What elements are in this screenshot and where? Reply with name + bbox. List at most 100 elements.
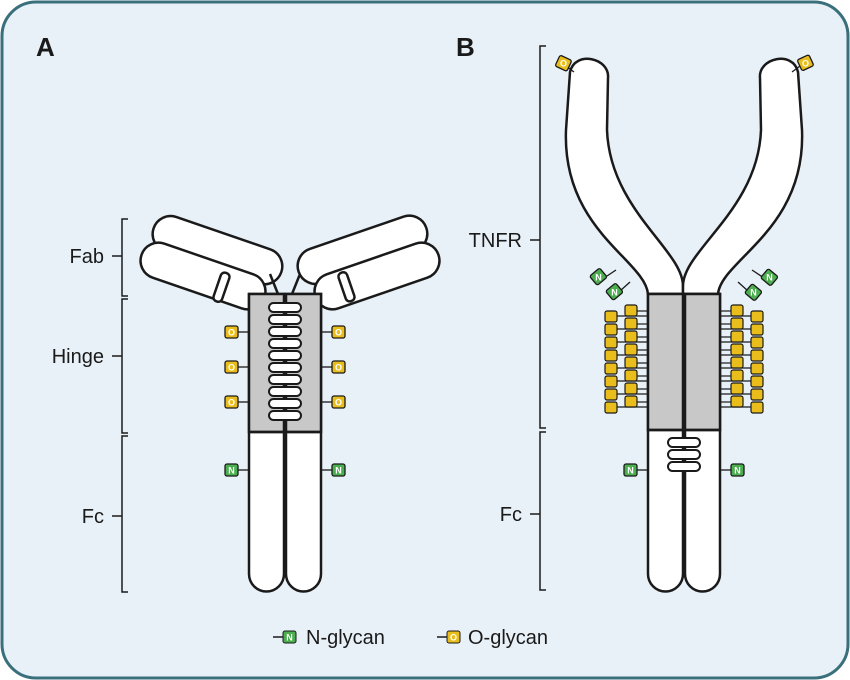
- hinge-label: Hinge: [52, 346, 104, 368]
- svg-text:O: O: [335, 363, 342, 373]
- o-glycan-icon: [730, 382, 744, 395]
- legend-n-glycan: N N-glycan: [273, 627, 385, 649]
- svg-text:O: O: [335, 398, 342, 408]
- tnfr-fc-chains: [646, 292, 722, 593]
- o-glycan-icon: [730, 356, 744, 369]
- o-glycan-icon: [750, 388, 764, 401]
- svg-text:O: O: [560, 59, 567, 69]
- o-glycan-icon: [604, 362, 618, 375]
- tnfr-bracket: [530, 45, 546, 429]
- o-glycan-icon: [224, 395, 239, 409]
- svg-text:N: N: [750, 288, 757, 298]
- o-glycan-icon: [224, 360, 239, 374]
- n-glycan-icon: [744, 283, 763, 301]
- fc-n-glycans-a: N N: [224, 463, 346, 477]
- svg-text:N: N: [595, 273, 602, 283]
- legend-o-glycan-symbol: O: [450, 633, 457, 643]
- o-glycan-icon: [624, 369, 638, 382]
- fab-arm-left: [139, 214, 284, 311]
- o-glycan-icon: [624, 395, 638, 408]
- o-glycan-icon: [730, 304, 744, 317]
- fc-n-glycans-b: N N: [623, 463, 745, 477]
- tip-o-glycans: O O: [555, 54, 814, 73]
- svg-text:O: O: [228, 328, 235, 338]
- svg-text:N: N: [734, 466, 741, 476]
- o-glycan-icon: [446, 630, 461, 644]
- tnfr-arms: [564, 57, 804, 296]
- fab-disulfide-left: [212, 271, 231, 303]
- svg-text:O: O: [335, 328, 342, 338]
- n-glycan-icon: [605, 283, 624, 301]
- svg-text:N: N: [611, 288, 618, 298]
- o-glycan-icon: [604, 349, 618, 362]
- panel-b-brackets: [530, 45, 546, 591]
- o-glycan-icon: [730, 369, 744, 382]
- panel-a-brackets: [112, 218, 128, 593]
- o-glycan-icon: [604, 401, 618, 414]
- hinge-bracket: [112, 298, 128, 434]
- svg-text:O: O: [228, 363, 235, 373]
- svg-text:O: O: [228, 398, 235, 408]
- o-glycan-icon: [604, 323, 618, 336]
- stalk-o-glycans-right: [720, 304, 764, 414]
- o-glycan-icon: [624, 304, 638, 317]
- fab-disulfide-right: [337, 271, 356, 303]
- hinge-o-glycans: O O O O O O: [224, 325, 346, 409]
- fc-label: Fc: [82, 506, 104, 528]
- legend-o-glycan-label: O-glycan: [468, 627, 548, 649]
- o-glycan-icon: [730, 330, 744, 343]
- fab-label: Fab: [70, 246, 104, 268]
- panel-a-label: A: [36, 32, 55, 62]
- n-glycan-icon: [331, 463, 346, 477]
- o-glycan-icon: [331, 360, 346, 374]
- tnfr-arm-left: [564, 57, 685, 296]
- fc-bracket: [112, 435, 128, 593]
- o-glycan-icon: [750, 401, 764, 414]
- o-glycan-icon: [624, 343, 638, 356]
- hinge-disulfide-coil: [268, 302, 302, 421]
- o-glycan-icon: [555, 55, 572, 72]
- tnfr-arm-right: [681, 57, 804, 296]
- fc-disulfide-b: [667, 437, 701, 472]
- n-glycan-icon: [282, 630, 297, 644]
- stalk-o-glycans-left: [604, 304, 648, 414]
- o-glycan-icon: [331, 325, 346, 339]
- legend-o-glycan: O O-glycan: [437, 627, 548, 649]
- svg-text:N: N: [766, 273, 773, 283]
- o-glycan-icon: [624, 317, 638, 330]
- o-glycan-icon: [604, 336, 618, 349]
- panel-b: B TNFR Fc: [456, 32, 814, 593]
- o-glycan-icon: [797, 54, 814, 71]
- o-glycan-icon: [750, 310, 764, 323]
- legend-n-glycan-label: N-glycan: [306, 627, 385, 649]
- o-glycan-icon: [730, 395, 744, 408]
- o-glycan-icon: [604, 375, 618, 388]
- o-glycan-icon: [750, 362, 764, 375]
- tnfr-label: TNFR: [469, 230, 522, 252]
- panel-b-label: B: [456, 32, 475, 62]
- legend: N N-glycan O O-glycan: [273, 627, 548, 649]
- o-glycan-icon: [730, 317, 744, 330]
- o-glycan-icon: [624, 382, 638, 395]
- svg-text:O: O: [802, 59, 809, 69]
- o-glycan-icon: [331, 395, 346, 409]
- n-glycan-icon: [623, 463, 638, 477]
- o-glycan-icon: [624, 330, 638, 343]
- o-glycan-icon: [750, 336, 764, 349]
- o-glycan-icon: [604, 388, 618, 401]
- n-glycan-icon: [730, 463, 745, 477]
- svg-text:N: N: [627, 466, 634, 476]
- legend-n-glycan-symbol: N: [286, 633, 293, 643]
- o-glycan-icon: [750, 375, 764, 388]
- fc-label-b: Fc: [500, 504, 522, 526]
- n-glycan-icon: [760, 268, 779, 286]
- stalk-fill-right: [683, 292, 722, 432]
- tnfr-n-glycans: N N N N: [589, 268, 779, 301]
- o-glycan-icon: [750, 349, 764, 362]
- o-glycan-icon: [604, 310, 618, 323]
- n-glycan-icon: [589, 268, 608, 286]
- svg-text:N: N: [228, 466, 235, 476]
- neck-left: [268, 273, 280, 295]
